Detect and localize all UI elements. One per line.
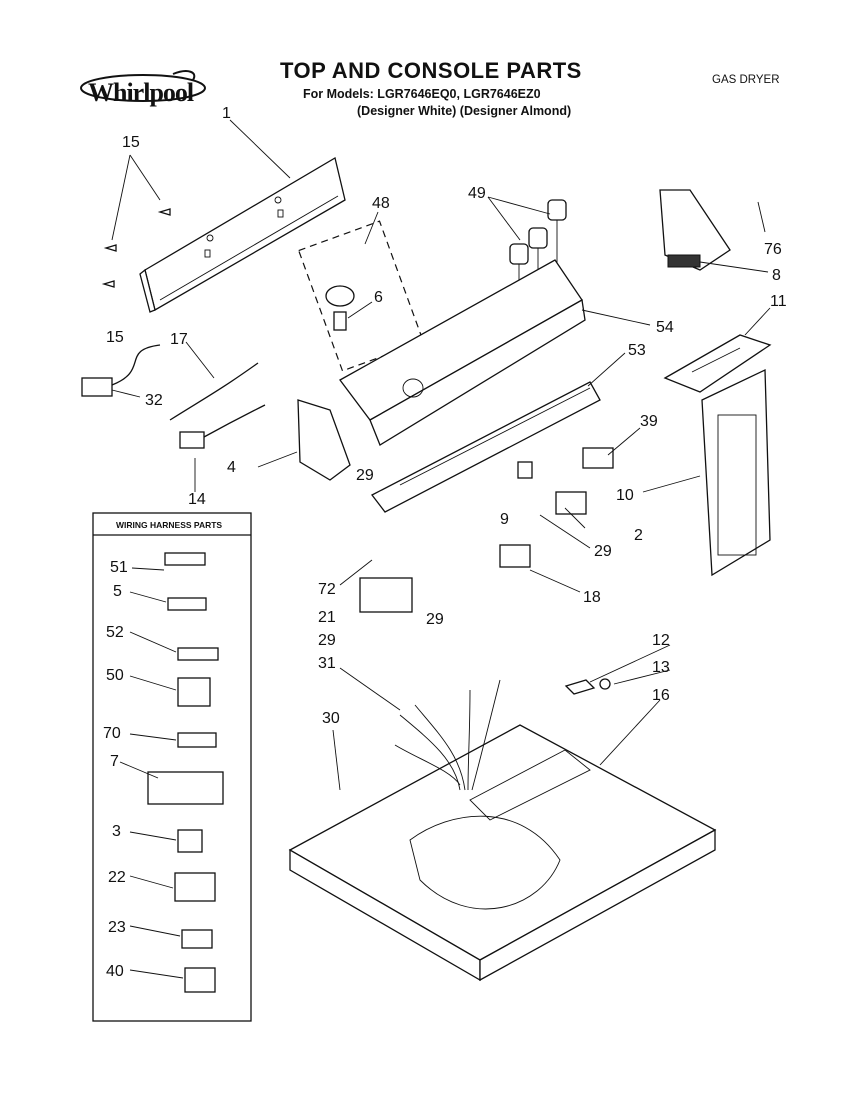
timer-knob-6 xyxy=(325,285,355,331)
callout-49: 49 xyxy=(468,185,486,202)
panel-label-50: 50 xyxy=(106,667,124,684)
callout-21: 21 xyxy=(318,609,336,626)
lint-housing-10 xyxy=(701,368,771,577)
callout-29c: 29 xyxy=(318,632,336,649)
harness-32 xyxy=(81,344,161,397)
panel-label-22: 22 xyxy=(108,869,126,886)
harness-14 xyxy=(179,404,266,449)
leader-lines xyxy=(111,119,771,979)
brand-logo xyxy=(78,66,208,106)
callout-31: 31 xyxy=(318,655,336,672)
callout-8: 8 xyxy=(772,267,781,284)
product-type: GAS DRYER xyxy=(712,74,780,86)
callout-72: 72 xyxy=(318,581,336,598)
panel-label-23: 23 xyxy=(108,919,126,936)
switch-9 xyxy=(517,461,533,479)
callout-15a: 15 xyxy=(122,134,140,151)
clip-12 xyxy=(564,679,596,695)
models-line: For Models: LGR7646EQ0, LGR7646EZ0 xyxy=(303,87,541,101)
panel-label-40: 40 xyxy=(106,963,124,980)
screws-15 xyxy=(101,208,171,288)
end-cap-4 xyxy=(297,399,351,481)
callout-53: 53 xyxy=(628,342,646,359)
rear-console-panel xyxy=(139,156,346,313)
wiring-31 xyxy=(394,679,501,791)
callout-9: 9 xyxy=(500,511,509,528)
callout-18: 18 xyxy=(583,589,601,606)
panel-label-52: 52 xyxy=(106,624,124,641)
callout-16: 16 xyxy=(652,687,670,704)
callout-54: 54 xyxy=(656,319,674,336)
callout-39: 39 xyxy=(640,413,658,430)
callout-29d: 29 xyxy=(426,611,444,628)
callout-15b: 15 xyxy=(106,329,124,346)
callout-48: 48 xyxy=(372,195,390,212)
callout-11: 11 xyxy=(770,293,787,310)
panel-label-51: 51 xyxy=(110,559,128,576)
lint-filter-11 xyxy=(663,334,772,393)
hinge-bracket-8 xyxy=(659,189,731,271)
callout-14: 14 xyxy=(188,491,206,508)
screw-13 xyxy=(599,678,611,690)
callout-13: 13 xyxy=(652,659,670,676)
timer-21 xyxy=(359,577,413,613)
switch-18 xyxy=(499,544,531,568)
callout-76: 76 xyxy=(764,241,782,258)
callout-12: 12 xyxy=(652,632,670,649)
callout-1: 1 xyxy=(222,105,231,122)
callout-32: 32 xyxy=(145,392,163,409)
colors-line: (Designer White) (Designer Almond) xyxy=(357,104,572,118)
dryer-top-16 xyxy=(288,724,717,982)
page-title: TOP AND CONSOLE PARTS xyxy=(280,58,582,83)
panel-label-70: 70 xyxy=(103,725,121,742)
switch-2 xyxy=(555,491,587,515)
console-54 xyxy=(339,259,586,446)
wiring-harness-panel xyxy=(92,512,252,1022)
callout-10: 10 xyxy=(616,487,634,504)
harness-17 xyxy=(169,362,259,421)
buzzer-39 xyxy=(582,447,614,469)
callout-30: 30 xyxy=(322,710,340,727)
brand-name: Whirlpool xyxy=(88,78,194,107)
panel-label-7: 7 xyxy=(110,753,119,770)
callout-6: 6 xyxy=(374,289,383,306)
wiring-panel-title: WIRING HARNESS PARTS xyxy=(116,520,222,530)
panel-label-5: 5 xyxy=(113,583,122,600)
callout-29a: 29 xyxy=(356,467,374,484)
panel-label-3: 3 xyxy=(112,823,121,840)
callout-2: 2 xyxy=(634,527,643,544)
control-rail-53 xyxy=(371,381,601,513)
callout-4: 4 xyxy=(227,459,236,476)
callout-17: 17 xyxy=(170,331,188,348)
callout-29b: 29 xyxy=(594,543,612,560)
